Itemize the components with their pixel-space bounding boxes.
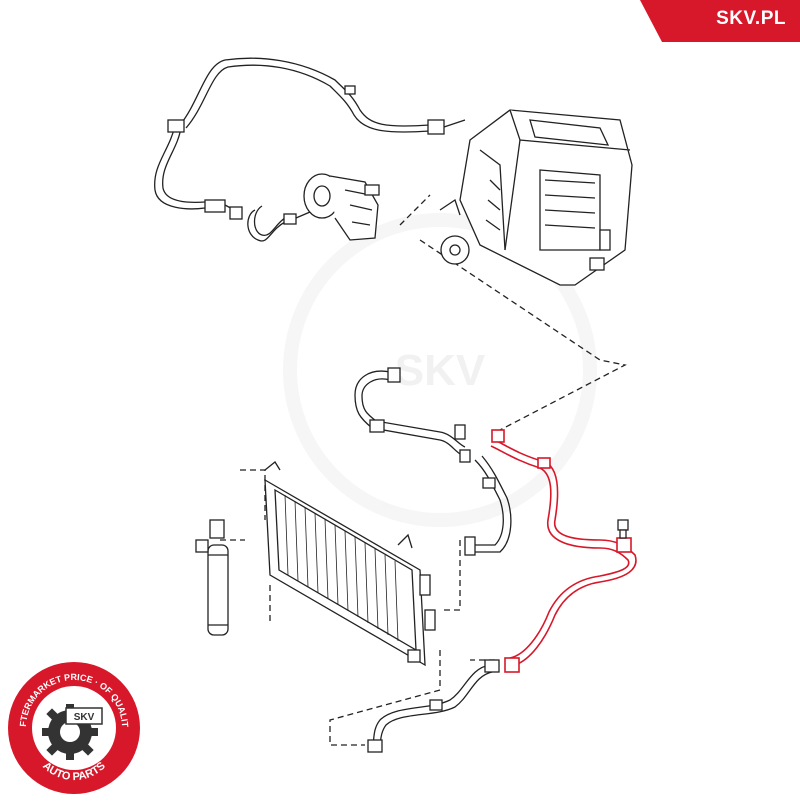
brand-site-name: SKV.PL bbox=[716, 8, 786, 29]
gear-hub bbox=[60, 722, 80, 742]
high-pressure-pipe-highlight bbox=[490, 429, 637, 673]
compressor-icon bbox=[303, 173, 380, 241]
brand-tab-shape bbox=[640, 0, 800, 42]
condenser-icon bbox=[264, 461, 436, 667]
lower-pipe-icon bbox=[367, 659, 500, 753]
pressure-hose-icon bbox=[229, 205, 311, 242]
seal-badge-text: SKV bbox=[74, 712, 95, 723]
pressure-switch-icon bbox=[617, 519, 629, 539]
brand-tab bbox=[640, 0, 800, 42]
suction-pipe-middle-icon bbox=[354, 367, 512, 556]
watermark-text: SKV bbox=[395, 346, 486, 395]
heater-unit-icon bbox=[439, 109, 633, 286]
skv-seal: AFTERMARKET PRICE · OF QUALITY AUTO PART… bbox=[4, 658, 140, 794]
skv-watermark: SKV bbox=[283, 213, 597, 527]
receiver-drier-icon bbox=[195, 519, 229, 636]
suction-hose-upper-icon bbox=[154, 57, 466, 213]
seal-badge bbox=[65, 707, 103, 725]
